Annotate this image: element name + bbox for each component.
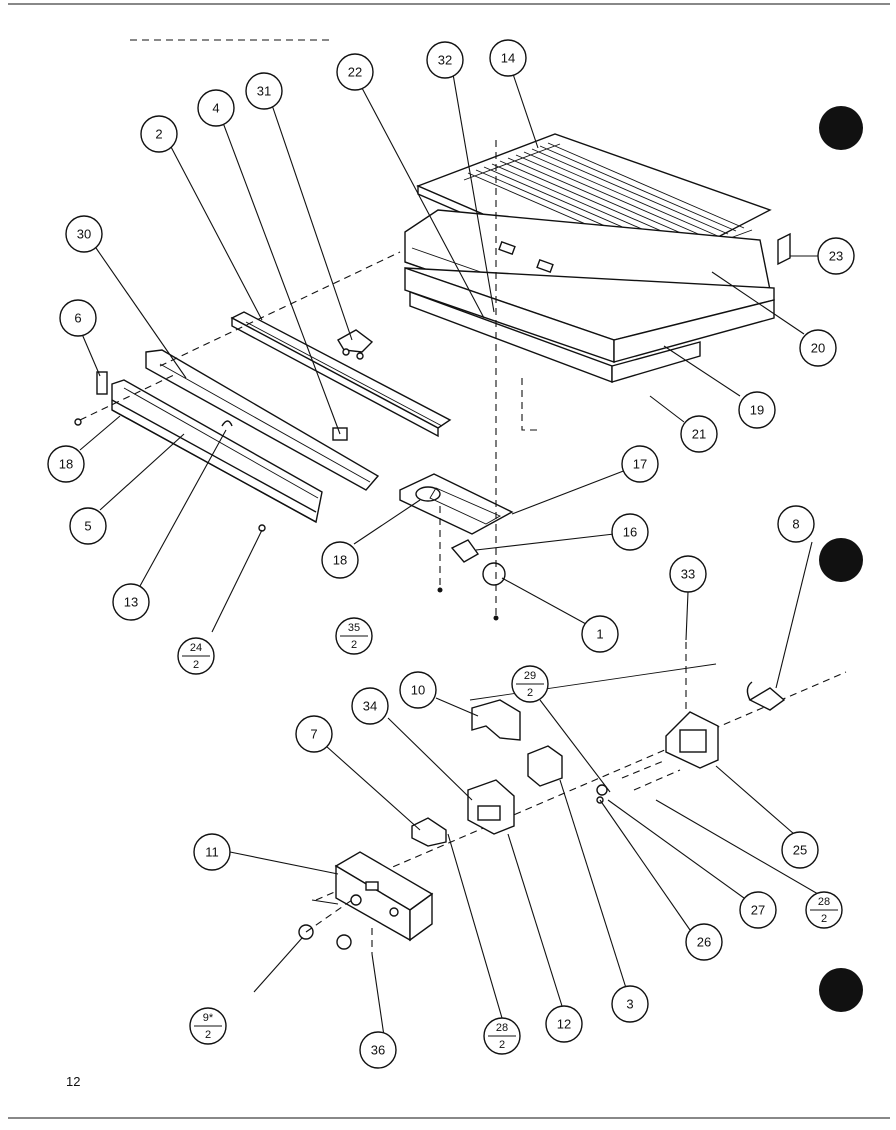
svg-text:8: 8	[792, 517, 799, 532]
svg-text:26: 26	[697, 935, 711, 950]
callout-5: 5	[69, 507, 107, 545]
callout-3: 3	[611, 985, 649, 1023]
svg-text:27: 27	[751, 903, 765, 918]
callout-26: 26	[685, 923, 723, 961]
callout-31: 31	[245, 72, 283, 110]
svg-text:23: 23	[829, 249, 843, 264]
callout-23: 23	[817, 237, 855, 275]
callout-25: 25	[781, 831, 819, 869]
svg-text:12: 12	[557, 1017, 571, 1032]
svg-text:25: 25	[793, 843, 807, 858]
callout-30: 30	[65, 215, 103, 253]
svg-text:2: 2	[351, 639, 357, 651]
callout-18-left: 18	[47, 445, 85, 483]
callout-12: 12	[545, 1005, 583, 1043]
callout-8: 8	[777, 505, 815, 543]
svg-text:2: 2	[193, 659, 199, 671]
svg-text:33: 33	[681, 567, 695, 582]
fraction-callout-28-2-right: 28 2	[805, 891, 843, 929]
registration-mark-middle	[819, 538, 863, 582]
fraction-callout-28-2-center: 28 2	[483, 1017, 521, 1055]
svg-text:20: 20	[811, 341, 825, 356]
svg-text:24: 24	[190, 642, 202, 654]
callout-14: 14	[489, 39, 527, 77]
callout-18-center: 18	[321, 541, 359, 579]
page-number: 12	[66, 1074, 80, 1089]
fraction-callout-29-2: 29 2	[511, 665, 549, 703]
svg-text:13: 13	[124, 595, 138, 610]
svg-text:2: 2	[527, 687, 533, 699]
callout-19: 19	[738, 391, 776, 429]
callout-11: 11	[193, 833, 231, 871]
callout-20: 20	[799, 329, 837, 367]
callout-7: 7	[295, 715, 333, 753]
leader-lines	[79, 73, 819, 1037]
svg-text:18: 18	[59, 457, 73, 472]
svg-text:31: 31	[257, 84, 271, 99]
callout-17: 17	[621, 445, 659, 483]
callout-1: 1	[581, 615, 619, 653]
callout-4: 4	[197, 89, 235, 127]
svg-text:2: 2	[155, 127, 162, 142]
svg-text:11: 11	[205, 845, 219, 860]
svg-text:36: 36	[371, 1043, 385, 1058]
svg-text:9*: 9*	[203, 1012, 214, 1024]
shelf-tray-assembly	[404, 133, 812, 384]
svg-text:32: 32	[438, 53, 452, 68]
svg-text:28: 28	[818, 896, 830, 908]
svg-text:29: 29	[524, 670, 536, 682]
light-housing-assembly	[399, 140, 514, 621]
registration-mark-top	[819, 106, 863, 150]
rail-assembly	[74, 251, 540, 532]
svg-text:10: 10	[411, 683, 425, 698]
callout-22: 22	[336, 53, 374, 91]
callout-32: 32	[426, 41, 464, 79]
callout-16: 16	[611, 513, 649, 551]
svg-text:5: 5	[84, 519, 91, 534]
callout-34: 34	[351, 687, 389, 725]
callout-13: 13	[112, 583, 150, 621]
svg-text:2: 2	[205, 1029, 211, 1041]
svg-text:35: 35	[348, 622, 360, 634]
callout-2: 2	[140, 115, 178, 153]
svg-text:34: 34	[363, 699, 377, 714]
fraction-callout-35-2: 35 2	[335, 617, 373, 655]
callout-33: 33	[669, 555, 707, 593]
callout-21: 21	[680, 415, 718, 453]
registration-mark-bottom	[819, 968, 863, 1012]
svg-text:1: 1	[596, 627, 603, 642]
fraction-callout-9-2: 9* 2	[189, 1007, 227, 1045]
svg-text:17: 17	[633, 457, 647, 472]
callout-27: 27	[739, 891, 777, 929]
page-frame	[8, 3, 890, 1119]
svg-text:3: 3	[626, 997, 633, 1012]
svg-text:6: 6	[74, 311, 81, 326]
svg-text:28: 28	[496, 1022, 508, 1034]
svg-text:19: 19	[750, 403, 764, 418]
callout-6: 6	[59, 299, 97, 337]
callout-36: 36	[359, 1031, 397, 1069]
svg-text:18: 18	[333, 553, 347, 568]
svg-text:14: 14	[501, 51, 515, 66]
svg-text:21: 21	[692, 427, 706, 442]
control-assembly	[298, 642, 847, 954]
svg-text:2: 2	[499, 1039, 505, 1051]
svg-text:2: 2	[821, 913, 827, 925]
svg-text:30: 30	[77, 227, 91, 242]
svg-text:4: 4	[212, 101, 219, 116]
svg-text:16: 16	[623, 525, 637, 540]
svg-text:22: 22	[348, 65, 362, 80]
fraction-callout-24-2: 24 2	[177, 637, 215, 675]
svg-text:7: 7	[310, 727, 317, 742]
callout-10: 10	[399, 671, 437, 709]
